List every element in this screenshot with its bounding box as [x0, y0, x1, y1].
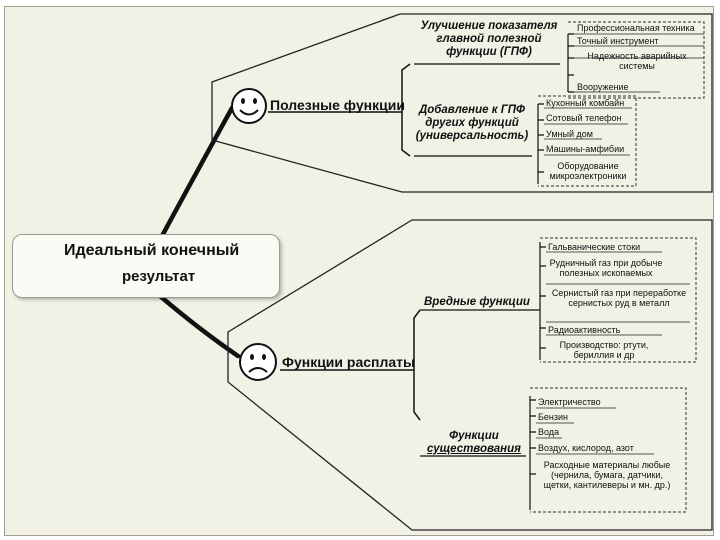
connector-root-to-useful: [159, 105, 235, 239]
useful-group1-line-1: Улучшение показателя: [420, 20, 558, 32]
costs-container: [227, 219, 713, 531]
harmful-item: Гальванические стоки: [548, 242, 641, 252]
harmful-frame: [540, 237, 697, 363]
harmful-item: Рудничный газ при добыче полезных ископа…: [549, 258, 663, 278]
useful-group1-item: Точный инструмент: [577, 36, 659, 46]
useful-group2-line-1: Добавление к ГПФ: [418, 104, 526, 116]
connector-root-to-costs: [157, 293, 241, 359]
harmful-title: Вредные функции: [424, 296, 530, 308]
useful-group2-item: Машины-амфибии: [546, 144, 625, 154]
useful-group2-item: Оборудование микроэлектроники: [549, 161, 627, 181]
harmful-bracket: [539, 242, 546, 360]
existence-line-1: Функции: [449, 430, 499, 442]
useful-group1-line-2: главной полезной: [436, 33, 542, 45]
useful-group2-title: Добавление к ГПФ других функций (универс…: [412, 104, 532, 143]
useful-group2-item: Кухонный комбайн: [546, 98, 625, 108]
item-separators: [536, 33, 704, 455]
existence-item: Воздух, кислород, азот: [538, 443, 634, 453]
useful-group2-frame: [538, 95, 637, 187]
useful-group1-bracket: [567, 33, 574, 93]
existence-item: Расходные материалы любые (чернила, бума…: [543, 460, 671, 490]
root-title: Идеальный конечный: [64, 242, 240, 259]
smiley-happy-icon: [231, 88, 267, 124]
costs-label: Функции расплаты: [282, 354, 415, 370]
existence-bracket: [529, 396, 536, 510]
existence-item: Вода: [538, 427, 560, 437]
existence-frame: [530, 387, 687, 513]
harmful-item: Радиоактивность: [548, 325, 621, 335]
existence-item: Бензин: [538, 412, 569, 422]
useful-group2-item: Сотовый телефон: [546, 113, 622, 123]
useful-group2-item: Умный дом: [546, 129, 593, 139]
useful-group1-item: Надежность аварийных системы: [587, 51, 687, 71]
useful-container: [211, 13, 713, 193]
useful-group1-item: Профессиональная техника: [577, 23, 695, 33]
useful-group2-line-2: других функций: [425, 117, 519, 129]
useful-group1-title: Улучшение показателя главной полезной фу…: [414, 20, 564, 59]
existence-line-2: существования: [427, 443, 521, 455]
costs-brace: [413, 309, 421, 421]
smiley-sad-icon: [239, 343, 277, 381]
existence-title: Функции существования: [422, 430, 526, 456]
existence-item: Электричество: [538, 397, 601, 407]
useful-group1-item: Вооружение: [577, 82, 629, 92]
harmful-item: Сернистый газ при переработке сернистых …: [551, 288, 687, 308]
harmful-item: Производство: ртути, бериллия и др: [559, 340, 649, 360]
useful-group1-line-3: функции (ГПФ): [446, 46, 532, 58]
root-subtitle: результат: [122, 268, 196, 285]
useful-label: Полезные функции: [270, 97, 405, 113]
useful-group2-bracket: [537, 103, 544, 184]
useful-brace: [401, 63, 411, 157]
useful-group2-line-3: (универсальность): [415, 130, 529, 142]
root-node: [12, 234, 280, 298]
